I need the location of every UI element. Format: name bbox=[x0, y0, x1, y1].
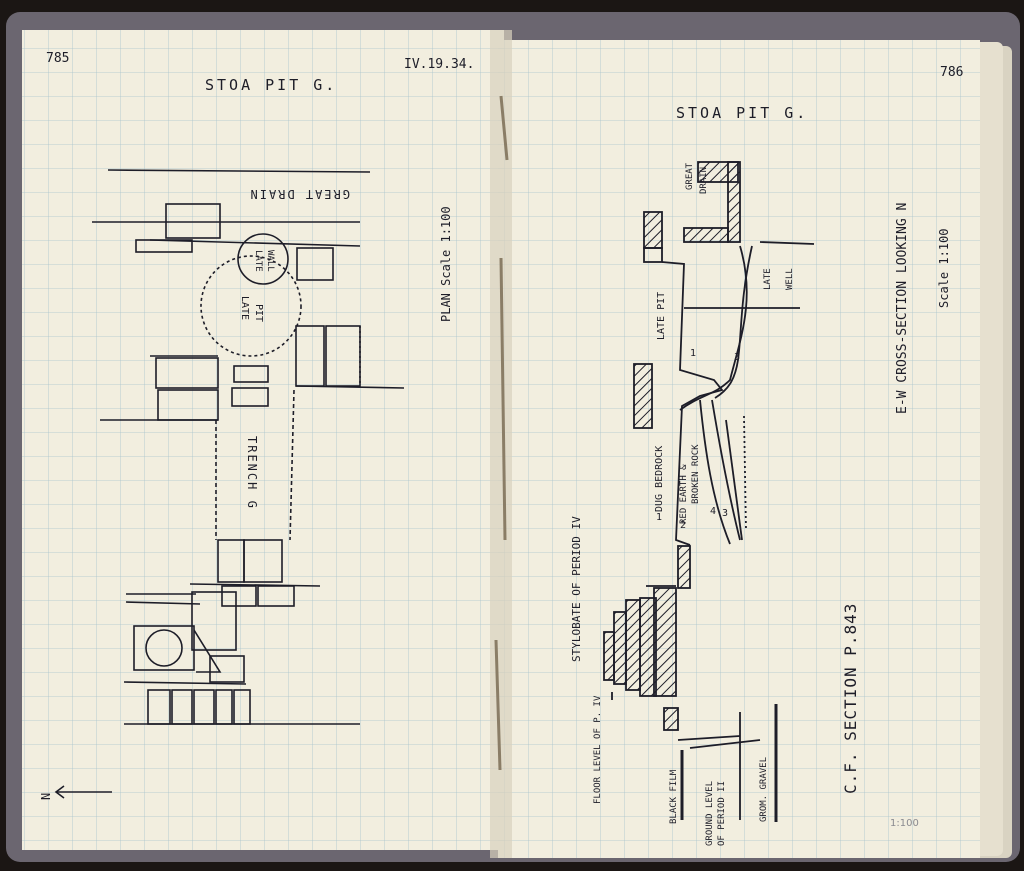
north-arrow-label: N bbox=[39, 793, 53, 800]
page-date: IV.19.34. bbox=[404, 57, 474, 72]
left-page-number: 785 bbox=[46, 51, 69, 66]
section-label-great-drain-1: GREAT bbox=[685, 162, 695, 190]
plan-label-late-pit-1: LATE bbox=[239, 296, 250, 320]
cf-section-note: C.F. SECTION P.843 bbox=[841, 603, 860, 794]
section-label-red-earth: RED EARTH & bbox=[679, 464, 689, 524]
section-label-of-period: OF PERIOD II bbox=[717, 781, 727, 846]
north-arrow: N bbox=[39, 785, 112, 800]
section-label-floor-level: FLOOR LEVEL OF P. IV bbox=[593, 695, 603, 804]
section-label-black-film: BLACK FILM bbox=[669, 769, 679, 824]
left-page-heading: STOA PIT G. bbox=[205, 76, 337, 94]
section-label-ground-level: GROUND LEVEL bbox=[705, 781, 715, 846]
plan-label-late-pit-2: PIT bbox=[253, 304, 264, 322]
plan-label-trench: TRENCH G bbox=[245, 436, 259, 510]
layer-number-1b: 1 bbox=[656, 512, 662, 523]
layer-number-2: 2 bbox=[680, 520, 686, 531]
cross-section-drawing bbox=[603, 161, 815, 822]
section-label-stylobate: STYLOBATE OF PERIOD IV bbox=[570, 516, 583, 662]
section-label-great-drain-2: DRAIN bbox=[699, 167, 709, 194]
plan-drawing bbox=[92, 169, 405, 725]
plan-label-late-wall-1: LATE bbox=[253, 250, 263, 272]
plan-label-late-wall-2: WALL bbox=[265, 250, 275, 272]
layer-number-3b: 3 bbox=[722, 508, 728, 519]
section-label-grom-gravel: GROM. GRAVEL bbox=[759, 757, 769, 822]
section-label-late-well-1: LATE bbox=[763, 268, 773, 290]
right-page-heading: STOA PIT G. bbox=[676, 104, 808, 122]
section-label-broken-rock: BROKEN ROCK bbox=[691, 444, 701, 504]
section-label-dug-bedrock: DUG BEDROCK bbox=[654, 446, 665, 512]
layer-number-3: 3 bbox=[734, 352, 740, 363]
pencil-scale-note: 1:100 bbox=[890, 818, 919, 829]
cross-section-title: E-W CROSS-SECTION LOOKING N bbox=[895, 203, 910, 414]
right-page-number: 786 bbox=[940, 65, 963, 80]
plan-scale-label: PLAN Scale 1:100 bbox=[439, 206, 453, 322]
plan-label-great-drain: GREAT DRAIN bbox=[249, 187, 350, 201]
layer-number-4: 4 bbox=[710, 506, 716, 517]
layer-number-1: 1 bbox=[690, 348, 696, 359]
section-label-late-pit: LATE PIT bbox=[656, 292, 667, 340]
cross-section-scale: Scale 1:100 bbox=[937, 229, 951, 308]
gutter bbox=[490, 30, 512, 858]
section-label-late-well-2: WELL bbox=[785, 268, 795, 290]
